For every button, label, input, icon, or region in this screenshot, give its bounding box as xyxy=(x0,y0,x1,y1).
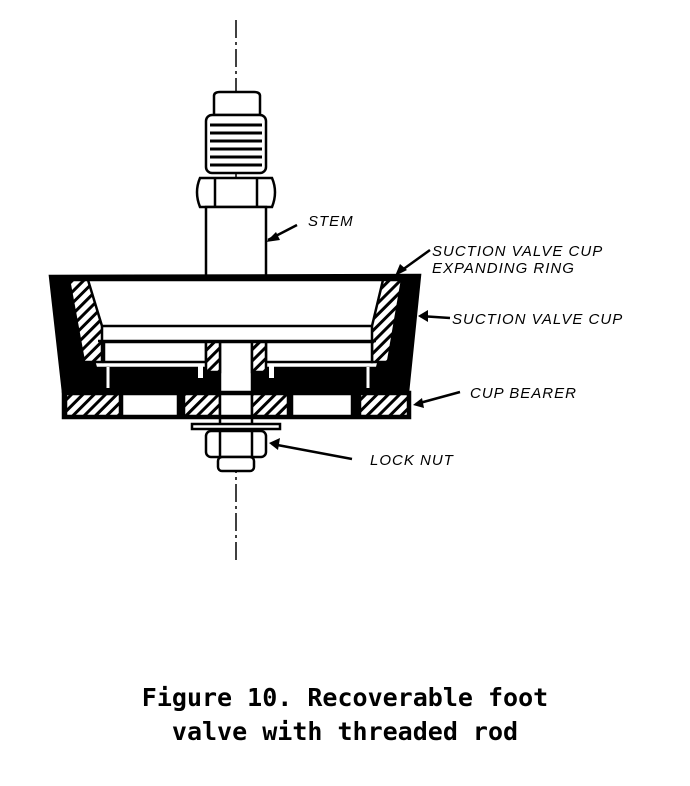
leader-line-lock-nut xyxy=(271,442,353,461)
washer xyxy=(190,422,282,431)
top-fitting xyxy=(212,90,262,117)
expanding-ring-right xyxy=(370,278,404,364)
threads xyxy=(210,123,262,167)
cup-slot xyxy=(269,366,274,378)
cup-inner-recess-left xyxy=(102,340,208,364)
expanding-ring-left xyxy=(67,278,104,364)
arrowheads xyxy=(266,232,428,450)
arrow-head-icon xyxy=(418,310,428,322)
label-expanding-ring-1: SUCTION VALVE CUP xyxy=(432,243,603,260)
arrow-head-icon xyxy=(266,232,280,242)
figure-caption-line-1: Figure 10. Recoverable foot xyxy=(141,683,549,712)
arrow-head-icon xyxy=(269,438,280,450)
cup-bearer-hatch xyxy=(250,392,290,418)
cup-bearer-opening xyxy=(120,392,180,418)
hex-nut xyxy=(195,176,277,209)
arrow-head-icon xyxy=(395,264,407,276)
label-cup-bearer: CUP BEARER xyxy=(470,385,577,402)
figure-caption-line-2: valve with threaded rod xyxy=(171,717,519,746)
cup-bearer-opening xyxy=(290,392,354,418)
label-lock-nut: LOCK NUT xyxy=(370,452,455,469)
cup-bearer-opening xyxy=(218,392,254,418)
cup-bearer-hatch xyxy=(182,392,222,418)
label-suction-valve-cup: SUCTION VALVE CUP xyxy=(452,311,623,328)
cup-inner-recess-right xyxy=(264,340,374,364)
arrow-head-icon xyxy=(413,398,424,408)
rod-end xyxy=(216,455,256,473)
leader-line-cup-bearer xyxy=(415,390,461,406)
stem-collar-left xyxy=(204,340,222,374)
stem-collar-right xyxy=(250,340,268,374)
label-expanding-ring-2: EXPANDING RING xyxy=(432,260,575,277)
cup-slot xyxy=(198,366,203,378)
cup-bearer-hatch xyxy=(64,392,122,418)
cup-bearer-hatch xyxy=(358,392,410,418)
label-stem: STEM xyxy=(308,213,354,230)
lock-nut xyxy=(204,429,268,459)
